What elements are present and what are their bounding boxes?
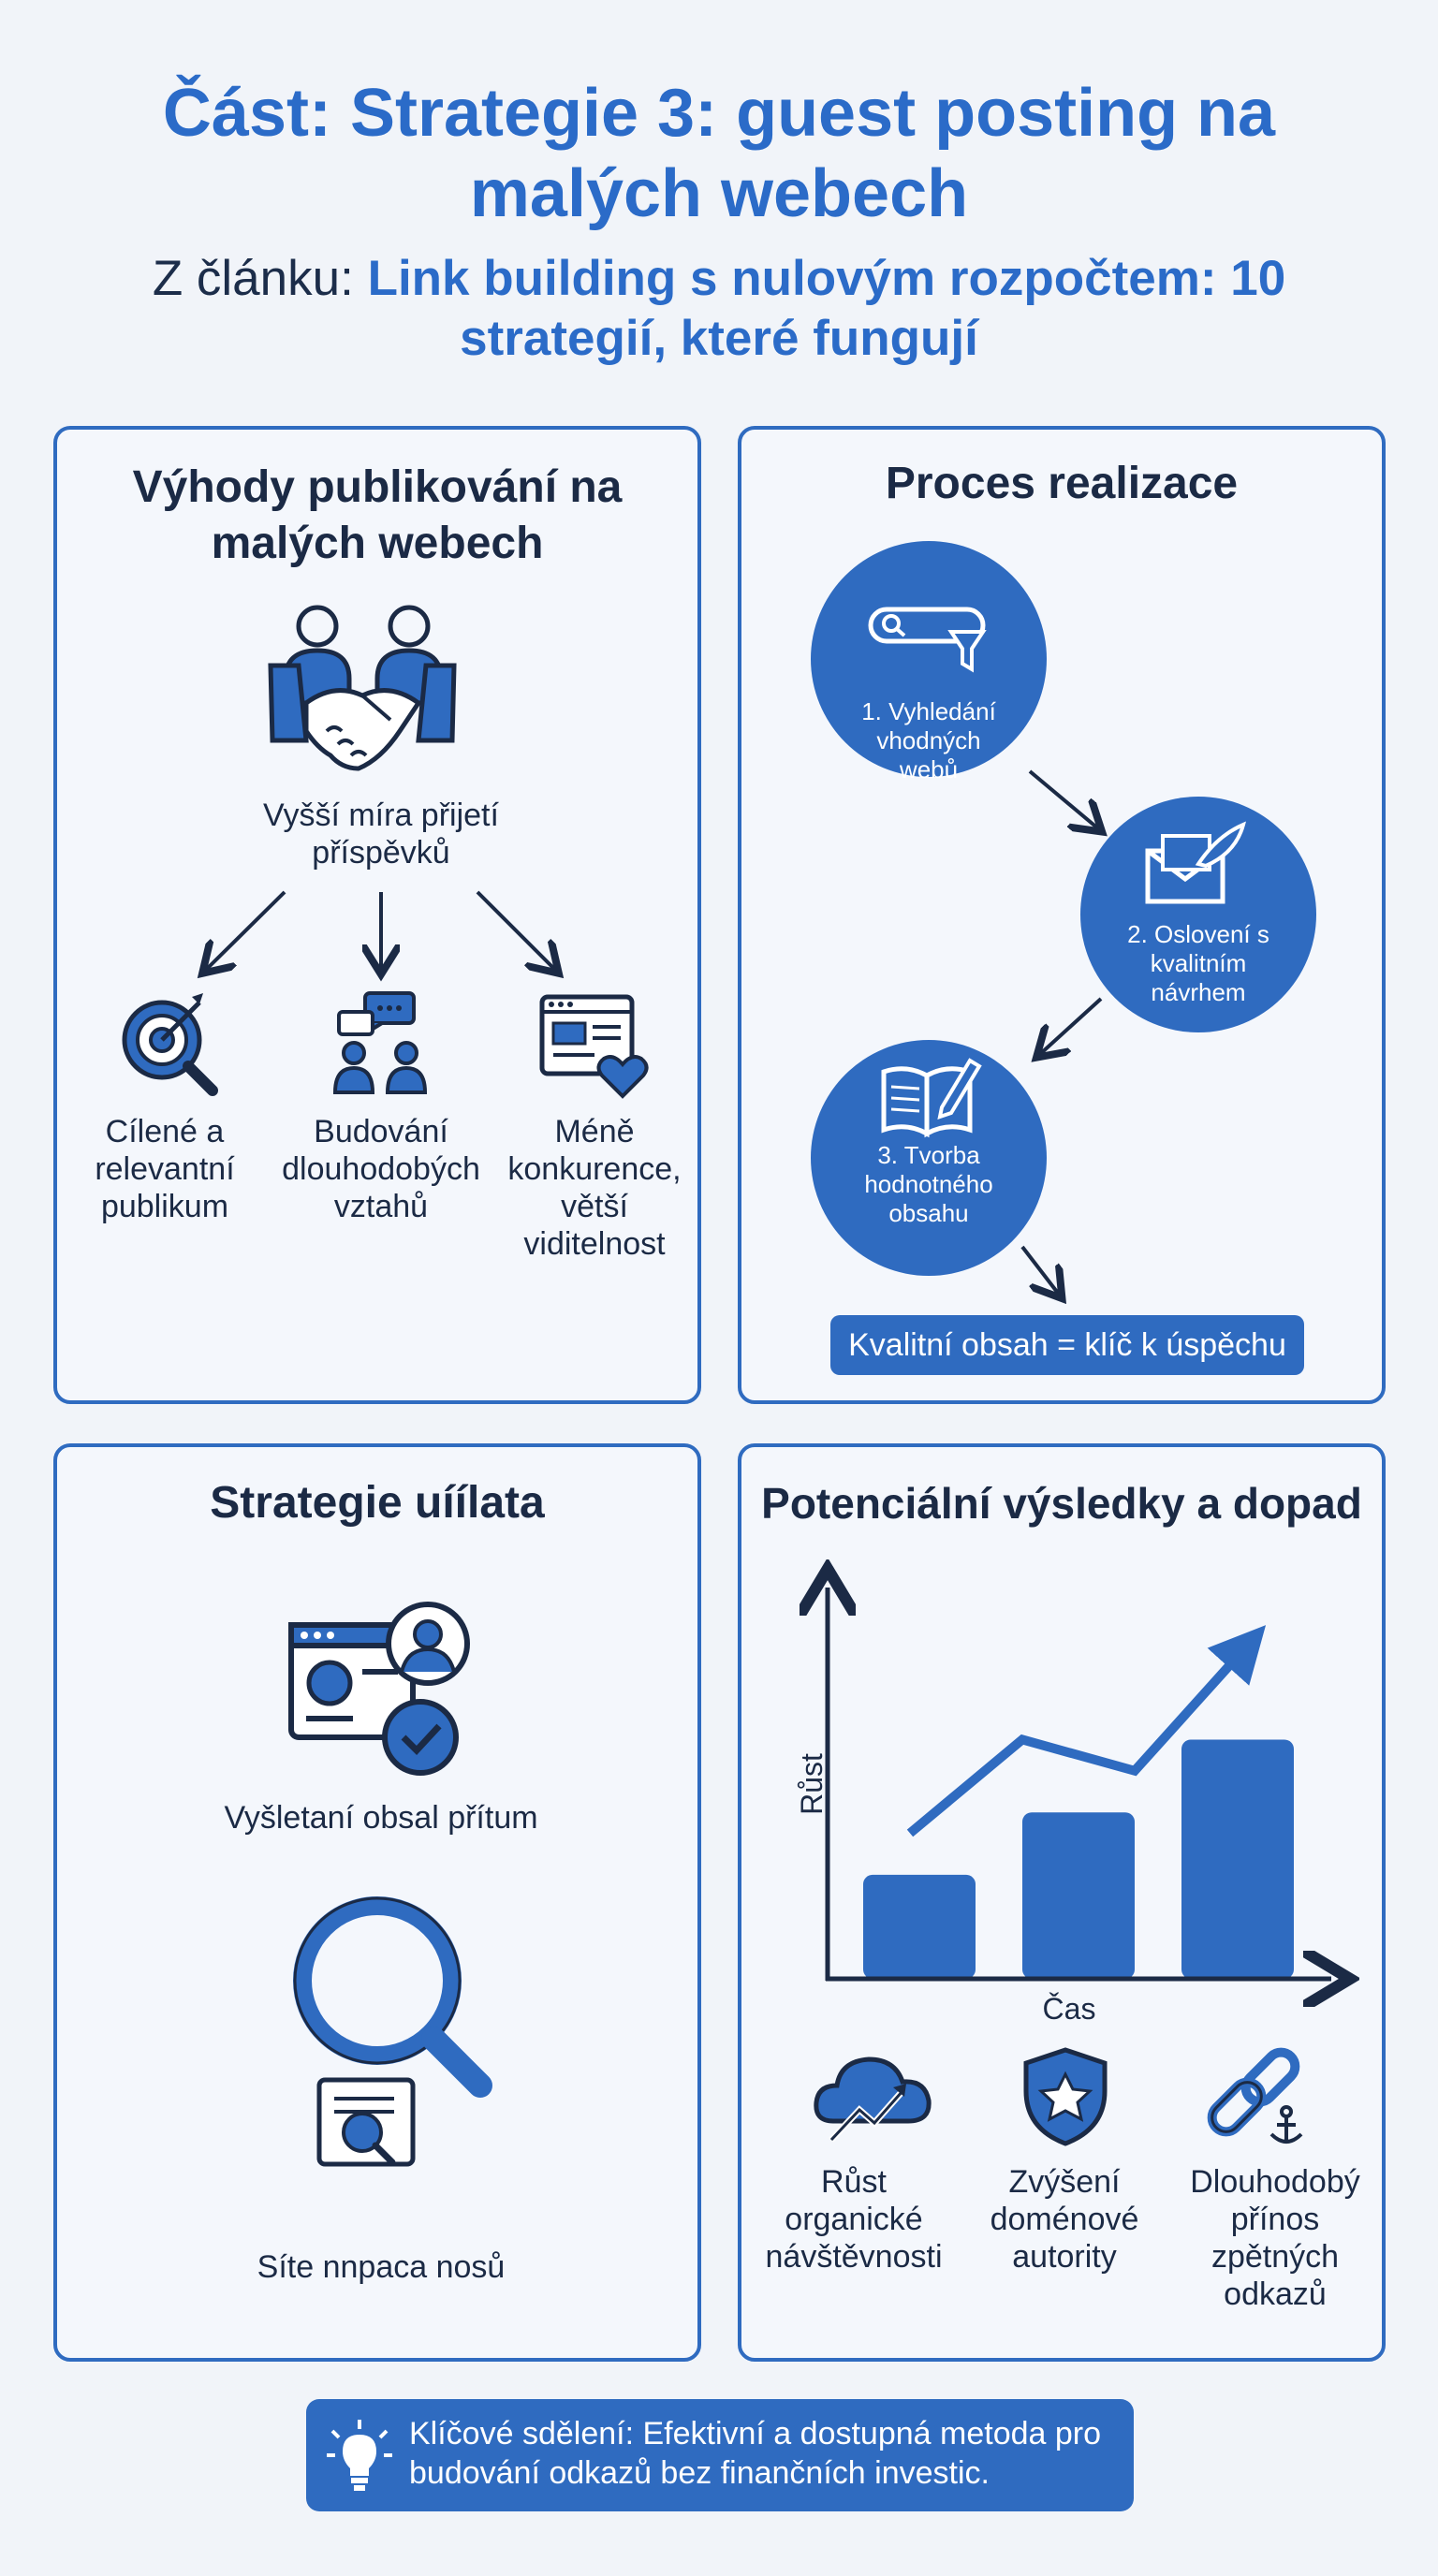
result-label-traffic: Růst organické návštěvnosti: [765, 2164, 943, 2275]
benefit-label-audience: Cílené a relevantní publikum: [95, 1114, 235, 1224]
strategy-label-1: Vyšletaní obsal přítum: [224, 1800, 538, 1836]
result-label-backlinks: Dlouhodobý přínos zpětných odkazů: [1190, 2164, 1360, 2312]
results-panel: Potenciální výsledky a dopad Růst Čas: [738, 1443, 1386, 2362]
step-label-2: 2. Oslovení s kvalitním návrhem: [1127, 920, 1269, 1006]
page-subtitle: Z článku: Link building s nulovým rozpoč…: [103, 249, 1335, 369]
key-takeaway-banner: Klíčové sdělení: Efektivní a dostupná me…: [306, 2399, 1134, 2511]
community-chat-icon: [332, 991, 428, 1094]
page-title: Část: Strategie 3: guest posting na malý…: [162, 76, 1276, 231]
target-icon: [122, 993, 218, 1096]
process-title: Proces realizace: [885, 459, 1239, 508]
strategy-panel: Strategie uíílata Vyšletaní obsal přítum…: [53, 1443, 701, 2362]
shield-star-icon: [1023, 2047, 1108, 2146]
envelope-quill-icon: [1145, 821, 1246, 904]
webpage-heart-icon: [539, 994, 649, 1099]
subtitle-article: Link building s nulovým rozpočtem: 10 st…: [367, 251, 1286, 366]
benefits-arrows: [57, 890, 705, 1085]
lightbulb-icon: [327, 2420, 392, 2491]
benefits-central-label: Vyšší míra přijetí příspěvků: [263, 798, 499, 871]
chart-x-label: Čas: [1042, 1992, 1096, 2026]
cloud-growth-icon: [814, 2056, 932, 2143]
chart-bar: [1181, 1739, 1294, 1979]
step-circle-1: [811, 541, 1047, 777]
profile-check-icon: [288, 1602, 470, 1776]
benefits-panel: Výhody publikování na malých webech Vyšš…: [53, 426, 701, 1404]
strategy-title: Strategie uíílata: [210, 1478, 545, 1528]
step-circle-3: [811, 1040, 1047, 1276]
benefits-title: Výhody publikování na malých webech: [132, 462, 623, 568]
key-message-pill: Kvalitní obsah = klíč k úspěchu: [830, 1315, 1304, 1375]
chart-y-label: Růst: [795, 1753, 829, 1815]
book-pen-icon: [881, 1058, 982, 1138]
chain-anchor-icon: [1207, 2047, 1303, 2144]
magnifier-document-icon: [293, 1896, 492, 2167]
strategy-label-2: Síte nnpaca nosů: [257, 2249, 506, 2285]
handshake-icon: [268, 605, 457, 771]
chart-bar: [863, 1874, 976, 1979]
step-label-3: 3. Tvorba hodnotného obsahu: [864, 1141, 993, 1227]
step-label-1: 1. Vyhledání vhodných webů: [861, 697, 996, 783]
chart-bar: [1022, 1812, 1135, 1979]
chart-trend-line: [906, 1625, 1267, 1837]
growth-chart: [741, 1447, 1389, 2027]
key-takeaway-text: Klíčové sdělení: Efektivní a dostupná me…: [409, 2416, 1102, 2491]
process-panel: Proces realizace 1. Vyhledání vhodných w…: [738, 426, 1386, 1404]
process-step-circles: [811, 541, 1316, 1272]
benefit-label-visibility: Méně konkurence, větší viditelnost: [507, 1114, 682, 1262]
search-filter-icon: [868, 607, 987, 673]
result-label-authority: Zvýšení doménové autority: [990, 2164, 1139, 2275]
results-title: Potenciální výsledky a dopad: [761, 1479, 1362, 1528]
subtitle-prefix: Z článku:: [152, 251, 354, 306]
step-circle-2: [1080, 797, 1316, 1032]
benefit-label-relationships: Budování dlouhodobých vztahů: [282, 1114, 480, 1224]
